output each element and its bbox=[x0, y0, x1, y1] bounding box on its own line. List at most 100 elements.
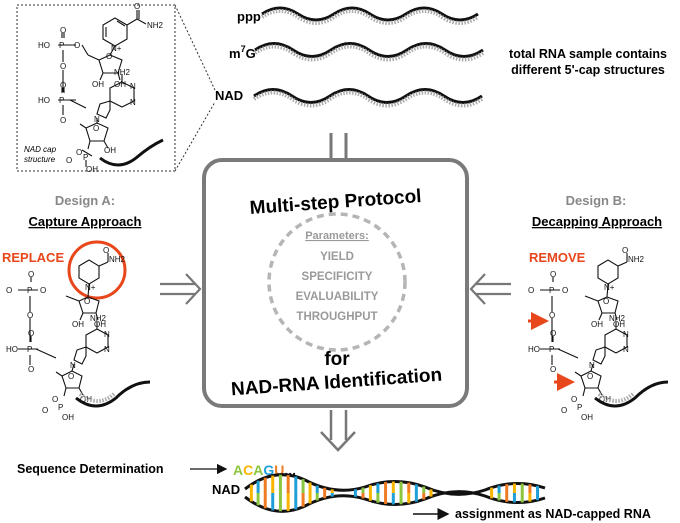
chem-n: N bbox=[589, 361, 595, 370]
arrow-from-design-b bbox=[469, 273, 511, 305]
chem-oh: OH bbox=[94, 320, 106, 329]
rna-bases bbox=[597, 392, 635, 403]
chem-o: O bbox=[28, 270, 34, 279]
chem-nh2: NH2 bbox=[628, 255, 645, 264]
rna-bases bbox=[78, 392, 116, 403]
param-throughput: THROUGHPUT bbox=[296, 311, 377, 323]
chem-oh: OH bbox=[80, 395, 92, 404]
chem-o: O bbox=[550, 270, 556, 279]
chem-oh: OH bbox=[72, 320, 84, 329]
chem-o: O bbox=[561, 406, 567, 415]
chem-oh: OH bbox=[92, 80, 104, 89]
design-a-structure bbox=[18, 253, 109, 397]
chem-n: N bbox=[70, 361, 76, 370]
protocol-for: for bbox=[324, 349, 350, 370]
bottom-nad-label: NAD bbox=[212, 482, 240, 497]
chem-oh: OH bbox=[613, 320, 625, 329]
chem-o: O bbox=[549, 311, 555, 320]
chem-p: P bbox=[577, 403, 582, 412]
chem-p: P bbox=[59, 41, 64, 50]
chem-oh: OH bbox=[581, 413, 593, 422]
base-pair-ladder bbox=[249, 474, 540, 512]
rna-tail bbox=[594, 380, 669, 408]
design-b-subtitle: Decapping Approach bbox=[532, 214, 662, 229]
nicotinamide-structure bbox=[81, 10, 147, 81]
chem-p: P bbox=[83, 153, 88, 162]
chem-o: O bbox=[52, 395, 58, 404]
sequence-ellipsis: ... bbox=[284, 462, 296, 478]
chem-o: O bbox=[84, 297, 90, 306]
chem-o: O bbox=[528, 286, 534, 295]
nad-cap-caption-1: NAD cap bbox=[24, 145, 57, 154]
chem-o: O bbox=[60, 116, 66, 125]
chem-oh: OH bbox=[591, 320, 603, 329]
rna-strand bbox=[254, 42, 484, 58]
chem-o: O bbox=[587, 372, 593, 381]
chem-n: N bbox=[623, 330, 629, 339]
chem-o: O bbox=[66, 156, 72, 165]
design-a-subtitle: Capture Approach bbox=[29, 214, 142, 229]
m7g-label-g: G bbox=[246, 46, 256, 61]
inset-dashed-box bbox=[16, 4, 176, 172]
chem-o: O bbox=[28, 329, 34, 338]
chem-o: O bbox=[6, 286, 12, 295]
chem-o: O bbox=[28, 365, 34, 374]
adenosine-structure bbox=[79, 74, 135, 167]
chem-n: N+ bbox=[85, 283, 96, 292]
sequenced-rna-duplex bbox=[244, 473, 546, 513]
chem-oh: OH bbox=[114, 80, 126, 89]
rna-ppp: ppp bbox=[237, 6, 480, 25]
chem-n: N bbox=[130, 98, 136, 107]
param-yield: YIELD bbox=[320, 251, 354, 263]
replace-highlight-circle bbox=[67, 240, 127, 300]
chem-o: O bbox=[60, 26, 66, 35]
ppp-label: ppp bbox=[237, 9, 261, 24]
chem-o: O bbox=[106, 52, 112, 61]
chem-o: O bbox=[27, 311, 33, 320]
rna-strand bbox=[261, 6, 479, 22]
sequence-determination-label: Sequence Determination bbox=[17, 462, 164, 476]
design-a-panel: Design A: Capture Approach REPLACE bbox=[2, 193, 151, 422]
rna-bases bbox=[260, 9, 480, 25]
chem-o: O bbox=[550, 365, 556, 374]
base-c: C bbox=[243, 462, 253, 478]
arrow-from-design-a bbox=[160, 273, 202, 305]
nad-cap-caption-2: structure bbox=[24, 155, 56, 164]
total-rna-line-2: different 5'-cap structures bbox=[511, 63, 665, 77]
rna-strand-upper bbox=[244, 473, 546, 496]
rna-tail bbox=[75, 380, 151, 408]
chem-o: O bbox=[603, 297, 609, 306]
chem-ho: HO bbox=[38, 96, 50, 105]
chem-p: P bbox=[59, 96, 64, 105]
rna-tail bbox=[99, 138, 164, 167]
chem-ho: HO bbox=[528, 345, 540, 354]
total-rna-line-1: total RNA sample contains bbox=[509, 47, 667, 61]
chem-n: N bbox=[104, 345, 110, 354]
chem-oh: OH bbox=[62, 413, 74, 422]
chem-n: N+ bbox=[604, 283, 615, 292]
param-specificity: SPECIFICITY bbox=[302, 271, 373, 283]
chem-n: N+ bbox=[111, 44, 122, 53]
chem-nh2: NH2 bbox=[609, 314, 626, 323]
nad-rna-label: NAD bbox=[215, 88, 243, 103]
chem-o: O bbox=[68, 372, 74, 381]
down-double-arrow-top bbox=[329, 133, 348, 160]
chem-ho: HO bbox=[38, 41, 50, 50]
protocol-box: Multi-step Protocol Parameters: YIELD SP… bbox=[202, 158, 469, 408]
base-u: U bbox=[274, 462, 284, 478]
base-a1: A bbox=[233, 462, 243, 478]
chem-p: P bbox=[27, 345, 32, 354]
chem-nh2: NH2 bbox=[90, 314, 107, 323]
design-b-structure bbox=[540, 253, 628, 397]
chem-o: O bbox=[76, 148, 82, 157]
design-b-panel: Design B: Decapping Approach REMOVE bbox=[528, 193, 669, 422]
chem-o: O bbox=[550, 329, 556, 338]
chem-o: O bbox=[93, 124, 99, 133]
design-b-title: Design B: bbox=[566, 193, 627, 208]
chem-nh2: NH2 bbox=[109, 255, 126, 264]
chem-o: O bbox=[622, 246, 628, 255]
chem-p: P bbox=[58, 403, 63, 412]
chem-n: N bbox=[623, 345, 629, 354]
nad-cap-inset: O NH2 N+ O OH OH P O O HO O P O HO O bbox=[16, 2, 216, 174]
